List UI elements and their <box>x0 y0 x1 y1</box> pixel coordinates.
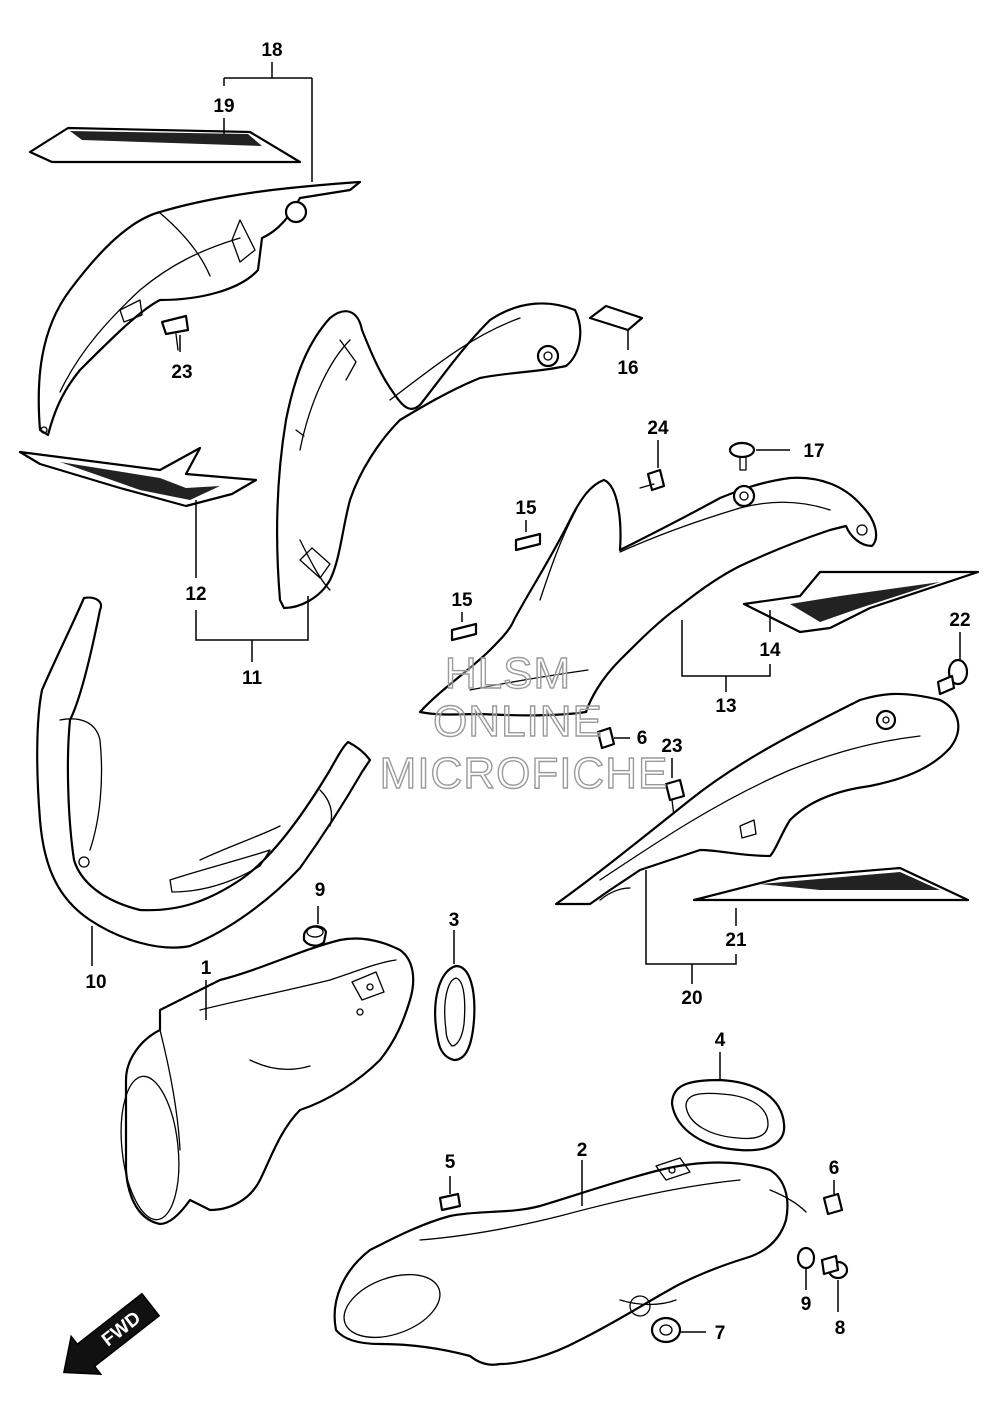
decal-14 <box>742 570 980 634</box>
callout-12: 12 <box>185 584 206 605</box>
grommet-9-upper <box>302 925 328 947</box>
duct-2 <box>333 1157 807 1366</box>
decal-21 <box>692 866 970 902</box>
callout-9-upper: 9 <box>315 880 326 901</box>
panel-18 <box>37 180 362 437</box>
callout-15-upper: 15 <box>515 498 537 519</box>
callout-6-upper: 6 <box>637 728 648 749</box>
watermark-line-3: MICROFICHE <box>380 749 669 798</box>
duct-1 <box>120 937 415 1226</box>
callout-24: 24 <box>647 418 669 439</box>
callout-6-lower: 6 <box>829 1158 840 1179</box>
callout-23-upper: 23 <box>171 362 192 383</box>
callout-5: 5 <box>445 1152 456 1173</box>
callout-22: 22 <box>949 610 970 631</box>
bolt-22 <box>936 658 969 696</box>
decal-19 <box>28 126 302 164</box>
callout-13: 13 <box>715 696 736 717</box>
pad-16 <box>588 304 644 332</box>
callout-9-lower: 9 <box>801 1294 812 1315</box>
callout-14: 14 <box>759 640 781 661</box>
watermark: HLSM ONLINE MICROFICHE <box>379 648 669 798</box>
screw-23-upper <box>160 314 190 351</box>
callout-19: 19 <box>213 96 234 117</box>
cap-7 <box>650 1316 682 1344</box>
panel-20 <box>554 692 960 906</box>
callout-11: 11 <box>242 668 263 689</box>
callout-3: 3 <box>449 910 460 931</box>
callout-20: 20 <box>681 988 702 1009</box>
callout-8: 8 <box>835 1318 846 1339</box>
pad-15-upper <box>514 532 542 552</box>
callouts: 18 19 23 16 24 17 15 12 15 22 14 11 13 6… <box>85 40 970 1344</box>
fwd-arrow: FWD <box>62 1292 161 1375</box>
callout-10: 10 <box>85 972 106 993</box>
callout-17: 17 <box>803 441 824 462</box>
watermark-line-1: HLSM <box>445 649 571 698</box>
callout-7: 7 <box>715 1323 726 1344</box>
leader-lines <box>91 62 961 1333</box>
panel-13 <box>418 476 878 717</box>
gasket-4 <box>670 1078 786 1152</box>
callout-21: 21 <box>725 930 747 951</box>
seal-3 <box>434 964 476 1062</box>
panel-10 <box>36 596 372 949</box>
washer-9-lower <box>796 1246 816 1270</box>
clip-24 <box>639 468 666 492</box>
callout-1: 1 <box>201 958 212 979</box>
pad-15-lower <box>450 622 478 642</box>
decal-12 <box>18 446 258 508</box>
callout-15-lower: 15 <box>451 590 473 611</box>
callout-18: 18 <box>261 40 282 61</box>
rivet-17 <box>728 441 756 471</box>
callout-2: 2 <box>577 1140 588 1161</box>
panel-11 <box>275 302 582 610</box>
watermark-line-2: ONLINE <box>433 697 603 746</box>
clip-5 <box>438 1192 462 1212</box>
callout-16: 16 <box>617 358 638 379</box>
fwd-arrow-icon <box>62 1292 161 1375</box>
nut-6-lower <box>822 1192 844 1216</box>
callout-4: 4 <box>715 1030 726 1051</box>
nut-6-upper <box>596 726 616 750</box>
bolt-8 <box>820 1254 849 1280</box>
callout-23-right: 23 <box>661 736 682 757</box>
